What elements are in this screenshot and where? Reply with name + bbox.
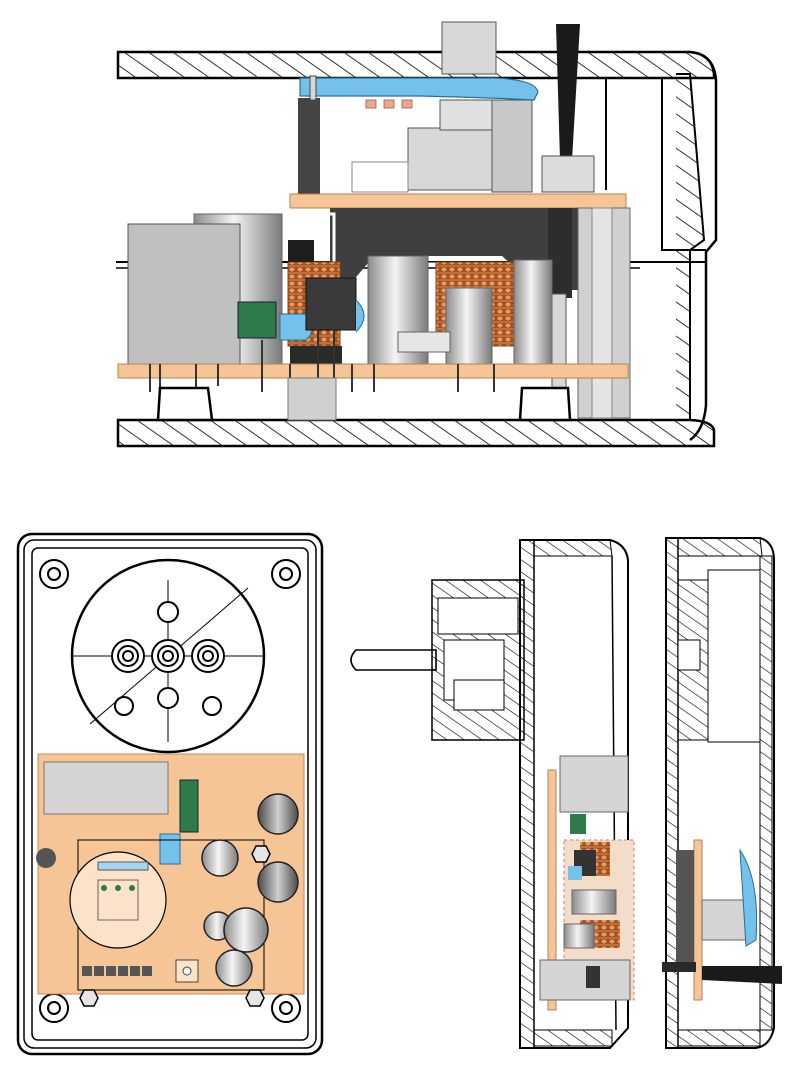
side-cutaway-view: [116, 21, 718, 448]
top-button-block: [441, 21, 497, 75]
header-pins: [82, 966, 152, 976]
upper-pcb: [289, 193, 627, 209]
lower-housing-wall: [116, 418, 716, 448]
side-section-view-right: [662, 537, 782, 1049]
top-view-with-socket-and-board: [16, 532, 324, 1056]
side-section-view-left: [350, 539, 635, 1049]
triac-component: [305, 277, 357, 331]
housing-end-cap: [689, 50, 718, 442]
mounting-post-left: [156, 386, 214, 422]
upper-connector: [298, 98, 320, 194]
transformer-block: [127, 223, 241, 367]
upper-housing-wall: [116, 50, 716, 80]
relay-body: [330, 208, 580, 296]
mounting-post-right: [518, 386, 572, 422]
light-guide: [299, 77, 539, 101]
plug-pin: [350, 649, 437, 671]
toggle-lever: [556, 24, 580, 160]
case-section-right: [665, 537, 775, 1049]
socket-pins: [111, 601, 225, 716]
case-section-left: [519, 539, 629, 1049]
